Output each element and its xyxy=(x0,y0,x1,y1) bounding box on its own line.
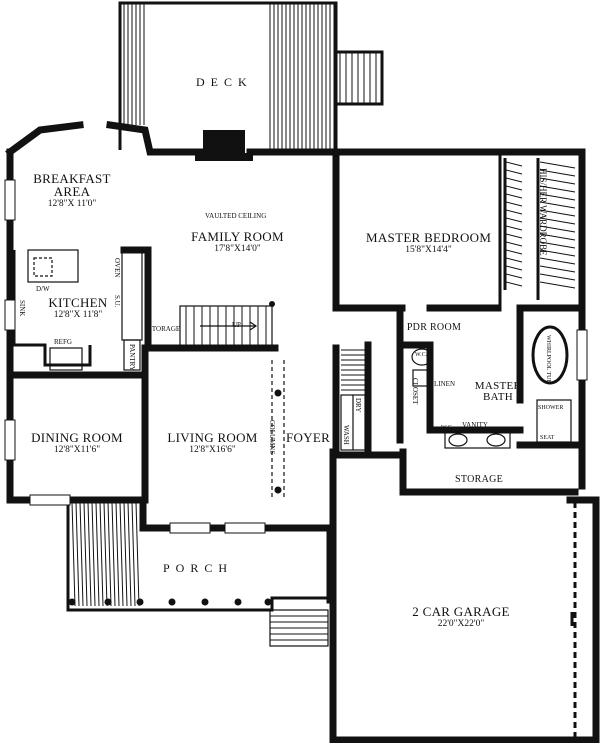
garage-label: 2 CAR GARAGE 22'0"X22'0" xyxy=(396,605,526,630)
wardrobe-shelving xyxy=(503,158,576,300)
deck xyxy=(118,1,384,150)
dining-room-label: DINING ROOM 12'8"X11'6" xyxy=(22,431,132,456)
vanity-label: VANITY xyxy=(462,421,488,429)
porch-label: PORCH xyxy=(163,561,234,575)
vaulted-ceiling-note: VAULTED CEILING xyxy=(205,212,267,220)
su-label: S.U. xyxy=(113,295,121,308)
wc-label-1: W.C. xyxy=(415,352,428,358)
storage-label: STORAGE xyxy=(455,475,503,485)
breakfast-area-label: BREAKFAST AREA 12'8"X 11'0" xyxy=(22,172,122,210)
dishwasher-label: D/W xyxy=(36,285,50,293)
main-stair xyxy=(179,301,275,347)
foyer-label: FOYER xyxy=(286,431,330,444)
master-bath-name-1: MASTER xyxy=(474,380,522,392)
kitchen-dims: 12'8"X 11'8" xyxy=(53,310,103,320)
stair-up-label: UP xyxy=(232,321,241,329)
storage-name: STORAGE xyxy=(455,474,504,485)
garage-name: 2 CAR GARAGE xyxy=(412,604,510,619)
dining-room-dims: 12'8"X11'6" xyxy=(53,445,101,455)
windows xyxy=(4,179,588,534)
living-room-name: LIVING ROOM xyxy=(167,430,258,445)
oven-label: OVEN xyxy=(113,258,121,278)
kitchen-label: KITCHEN 12'8"X 11'8" xyxy=(38,296,118,321)
living-room-label: LIVING ROOM 12'8"X16'6" xyxy=(160,431,265,456)
fireplace xyxy=(195,130,253,161)
dryer-label: DRY xyxy=(354,398,362,413)
family-room-name: FAMILY ROOM xyxy=(191,229,284,244)
master-bedroom-name: MASTER BEDROOM xyxy=(366,230,492,245)
garage-door xyxy=(570,502,577,738)
sink-label: SINK xyxy=(18,300,26,317)
family-room-label: FAMILY ROOM 17'8"X14'0" xyxy=(180,230,295,255)
columns xyxy=(271,360,285,500)
breakfast-name-1: BREAKFAST xyxy=(33,171,111,186)
pdr-room-label: PDR ROOM xyxy=(402,323,466,333)
seat-label: SEAT xyxy=(540,435,555,441)
family-room-dims: 17'8"X14'0" xyxy=(214,244,261,254)
living-room-dims: 12'8"X16'6" xyxy=(189,445,236,455)
breakfast-name-2: AREA xyxy=(53,184,91,199)
pdr-room-name: PDR ROOM xyxy=(406,322,462,333)
porch xyxy=(66,501,330,647)
garage-dims: 22'0"X22'0" xyxy=(437,619,485,629)
breakfast-dims: 12'8"X 11'0" xyxy=(47,199,97,209)
refrigerator-label: REFG xyxy=(54,338,72,346)
whirlpool-label: WHIRLPOOL TUB xyxy=(545,335,551,384)
master-bedroom-label: MASTER BEDROOM 15'8"X14'4" xyxy=(366,231,491,256)
bath-fixtures xyxy=(411,325,572,449)
laundry-appliances xyxy=(340,349,366,451)
master-bedroom-dims: 15'8"X14'4" xyxy=(405,245,452,255)
storage-stair-label: STORAGE xyxy=(148,325,181,333)
shower-label: SHOWER xyxy=(538,405,564,411)
columns-label: COLUMNS xyxy=(268,420,276,455)
foyer-name: FOYER xyxy=(286,430,331,445)
kitchen-name: KITCHEN xyxy=(48,295,108,310)
interior-walls xyxy=(6,148,586,504)
deck-label: DECK xyxy=(196,75,253,89)
master-bath-name-2: BATH xyxy=(483,391,513,403)
closet-label: CLOSET xyxy=(411,378,419,405)
pantry-label: PANTRY xyxy=(128,344,136,371)
wardrobe-label: HIS/HER WARDROBE xyxy=(538,168,548,256)
wc-label-2: W.C. xyxy=(441,425,454,431)
dining-room-name: DINING ROOM xyxy=(31,430,123,445)
linen-label: LINEN xyxy=(434,380,455,388)
washer-label: WASH xyxy=(342,425,350,445)
master-bath-label: MASTER BATH xyxy=(468,381,528,403)
